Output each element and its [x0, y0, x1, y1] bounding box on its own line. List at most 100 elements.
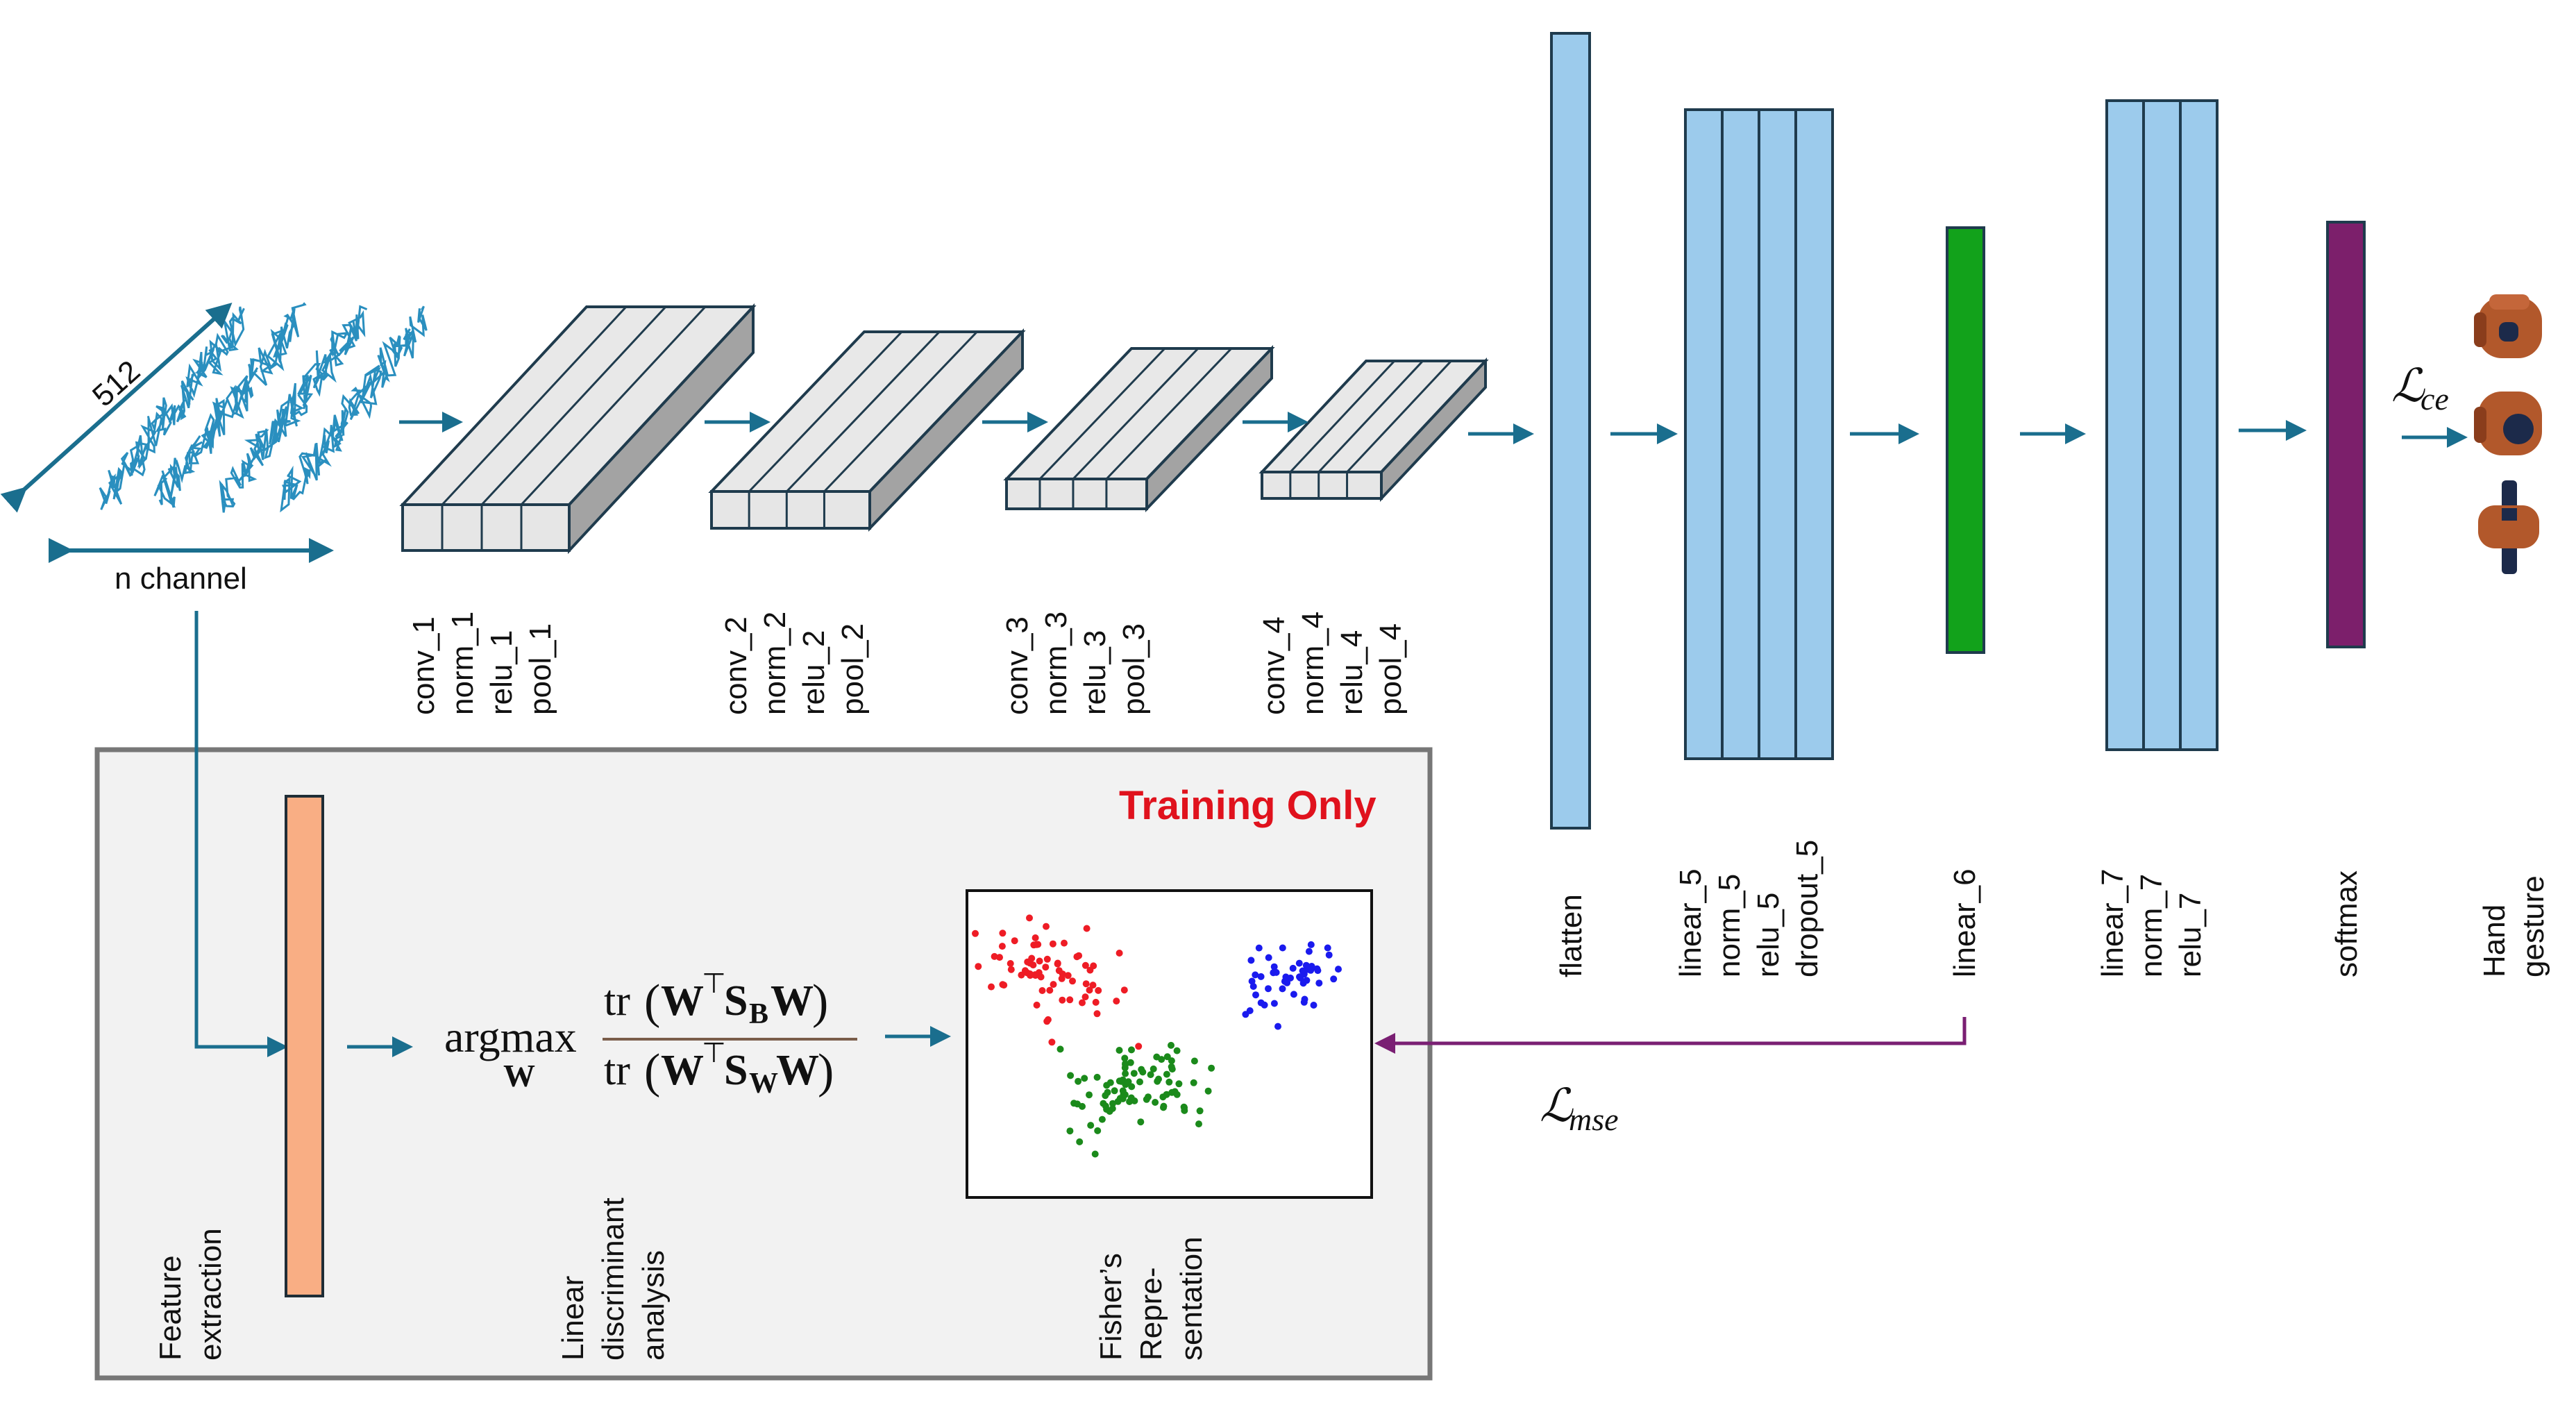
scatter-point [1130, 1070, 1138, 1077]
conv-block-label: norm_3 [1039, 612, 1073, 715]
scatter-point [1136, 1078, 1143, 1086]
formula-num-w2: W [771, 977, 814, 1025]
scatter-point [1082, 980, 1090, 988]
lmse-connector [1374, 1017, 1967, 1054]
scatter-point [1094, 1127, 1102, 1134]
scatter-point [1043, 955, 1051, 963]
scatter-point [1081, 1075, 1088, 1082]
hand-gesture-label: Hand [2477, 905, 2511, 977]
lda-formula: argmax W tr ( W ⊤ S B W ) tr ( W ⊤ S W W… [444, 968, 857, 1100]
scatter-point [1257, 973, 1265, 980]
linear6-layer [1946, 226, 1985, 654]
scatter-point [1042, 964, 1050, 971]
loss-ce: ℒ ce [2391, 361, 2449, 417]
fisher-scatter-points [972, 914, 1342, 1158]
scatter-point [1272, 968, 1280, 976]
formula-argmax-sub: W [503, 1058, 535, 1093]
scatter-point [1295, 959, 1303, 967]
scatter-point [1315, 979, 1323, 987]
scatter-point [1143, 1095, 1150, 1103]
formula-den-s: S [724, 1047, 748, 1094]
conv-block-front [1261, 471, 1383, 500]
linear7-column [2142, 99, 2182, 751]
scatter-point [1059, 970, 1066, 978]
length-label: 512 [86, 354, 146, 414]
scatter-point [1029, 961, 1037, 969]
scatter-point [988, 983, 995, 991]
scatter-point [1066, 996, 1074, 1004]
scatter-point [1118, 1077, 1125, 1085]
scatter-point [1067, 1072, 1075, 1079]
linear5-label: linear_5 [1674, 868, 1708, 977]
linear7-label: relu_7 [2173, 893, 2207, 977]
length-arrow [0, 302, 233, 513]
formula-den-transpose: ⊤ [702, 1037, 726, 1068]
conv-block-front [710, 490, 871, 530]
scatter-point [1034, 941, 1042, 948]
conv-slice-divider [441, 305, 628, 506]
loss-mse-symbol: ℒ [1540, 1081, 1574, 1131]
scatter-point [1033, 1001, 1041, 1009]
scatter-point [1093, 1010, 1101, 1018]
flatten-label: flatten [1554, 894, 1588, 977]
scatter-point [1093, 1073, 1101, 1081]
formula-num-rparen: ) [812, 975, 828, 1029]
softmax-label: softmax [2330, 870, 2364, 977]
scatter-point [1106, 1079, 1114, 1086]
scatter-point [1038, 987, 1046, 994]
scatter-point [1054, 959, 1061, 967]
scatter-point [1265, 985, 1272, 993]
scatter-point [1163, 1091, 1170, 1098]
scatter-point [1018, 971, 1025, 979]
scatter-point [1289, 964, 1297, 972]
linear7-layer-group [2105, 99, 2219, 751]
scatter-point [1007, 960, 1014, 967]
scatter-point [1137, 1118, 1145, 1126]
scatter-point [1064, 972, 1072, 979]
scatter-point [1274, 1023, 1281, 1030]
scatter-point [1098, 1116, 1106, 1123]
scatter-point [991, 952, 998, 960]
scatter-point [1325, 951, 1333, 959]
linear5-layer-group [1684, 108, 1834, 760]
scatter-point [1026, 914, 1033, 922]
formula-num-s: S [724, 977, 748, 1025]
input-signal [99, 302, 428, 513]
formula-den-tr: tr [604, 1047, 630, 1094]
conv-slice-divider [1072, 347, 1199, 480]
conv-slice-divider [520, 305, 707, 506]
scatter-point [1070, 1100, 1078, 1107]
scatter-point [1127, 1059, 1134, 1066]
conv-block-front [401, 503, 571, 552]
conv-block-label: conv_3 [1000, 616, 1034, 715]
conv-block-label: norm_2 [758, 612, 792, 715]
scatter-point [1147, 1071, 1154, 1079]
conv-slice-divider [748, 330, 903, 493]
scatter-point [1081, 993, 1089, 1001]
conv-slice-divider [823, 330, 978, 493]
scatter-point [1314, 967, 1322, 975]
scatter-point [1249, 983, 1257, 990]
conv-block-label: pool_3 [1117, 623, 1151, 715]
scatter-point [998, 943, 1006, 950]
formula-argmax: argmax [444, 1012, 577, 1061]
scatter-point [1252, 991, 1259, 999]
linear5-column [1721, 108, 1760, 760]
conv-block-label: relu_4 [1335, 630, 1369, 715]
formula-num-s-sub: B [749, 998, 768, 1030]
scatter-point [1046, 986, 1054, 994]
signal-trace [219, 305, 368, 513]
linear6-label: linear_6 [1948, 868, 1982, 977]
formula-den-w1: W [661, 1047, 704, 1094]
scatter-point [1270, 963, 1278, 970]
scatter-point [1160, 1104, 1167, 1111]
channel-label: n channel [115, 562, 247, 596]
scatter-point [1079, 1102, 1086, 1110]
conv-block-label: pool_2 [836, 623, 870, 715]
scatter-point [1299, 967, 1306, 975]
scatter-point [1050, 981, 1057, 988]
conv-block-label: relu_3 [1078, 630, 1112, 715]
scatter-point [1086, 986, 1093, 994]
